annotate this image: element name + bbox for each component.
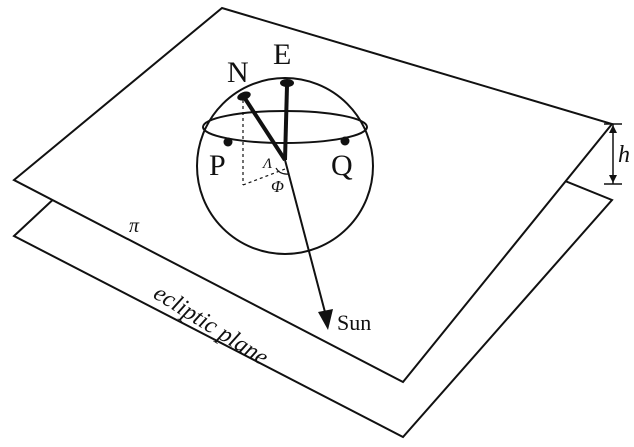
sun-arrow-line bbox=[284, 159, 327, 317]
label-h: h bbox=[618, 142, 630, 168]
label-q: Q bbox=[331, 149, 353, 182]
label-n: N bbox=[227, 56, 249, 89]
label-phi: Φ bbox=[271, 177, 284, 196]
p-point bbox=[223, 137, 233, 147]
label-pi: π bbox=[129, 215, 140, 237]
east-point bbox=[280, 79, 294, 87]
north-point bbox=[237, 91, 251, 101]
label-e: E bbox=[273, 38, 291, 71]
phi-angle-arc bbox=[275, 167, 290, 175]
sphere bbox=[196, 77, 374, 255]
label-lambda: Λ bbox=[261, 156, 272, 172]
label-sun: Sun bbox=[337, 310, 371, 335]
q-point bbox=[340, 136, 350, 146]
label-p: P bbox=[209, 149, 226, 182]
height-arrow-down bbox=[609, 175, 617, 183]
height-arrow-up bbox=[609, 125, 617, 133]
east-rod bbox=[283, 85, 289, 161]
projection-line-base bbox=[242, 168, 286, 186]
north-rod bbox=[242, 95, 287, 162]
sun-arrowhead bbox=[318, 309, 333, 330]
